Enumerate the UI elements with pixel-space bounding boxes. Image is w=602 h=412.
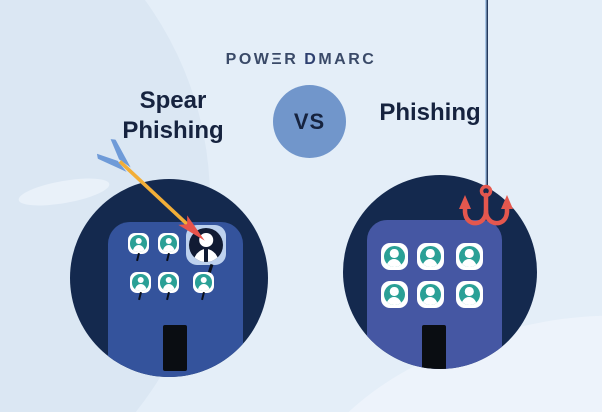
- employee-avatar-icon: [419, 245, 442, 268]
- employee-window: [456, 281, 483, 308]
- spear-phishing-scene: [70, 179, 268, 377]
- spear-arrow-icon: [96, 139, 205, 241]
- spear-phishing-title-line2: Phishing: [122, 117, 224, 144]
- logo-d-mark: D: [304, 51, 319, 68]
- employee-window: [158, 272, 179, 301]
- window-needle: [138, 291, 143, 301]
- employee-avatar-icon: [458, 245, 481, 268]
- powerdmarc-logo: POWΞR D MARC: [0, 51, 602, 69]
- employee-avatar-icon: [383, 245, 406, 268]
- employee-window: [381, 281, 408, 308]
- phishing-title: Phishing: [379, 99, 481, 126]
- employee-avatar-icon: [160, 274, 177, 291]
- employee-avatar-icon: [383, 283, 406, 306]
- office-building-right: [367, 220, 502, 369]
- employee-avatar-icon: [195, 274, 212, 291]
- employee-window: [417, 243, 444, 270]
- spear-phishing-title-line1: Spear: [139, 87, 207, 114]
- vs-label: VS: [293, 108, 326, 134]
- employee-window: [128, 233, 149, 262]
- employee-avatar-icon: [419, 283, 442, 306]
- office-building-left: [108, 222, 243, 377]
- tie-detail: [204, 247, 208, 262]
- spear-phishing-title: Spear Phishing: [108, 86, 238, 146]
- employee-window: [381, 243, 408, 270]
- window-needle: [201, 291, 206, 301]
- employee-avatar-icon: [458, 283, 481, 306]
- employee-window: [417, 281, 444, 308]
- logo-text-marc: MARC: [318, 51, 377, 68]
- employee-window: [158, 233, 179, 262]
- window-needle: [136, 252, 141, 262]
- employee-window: [193, 272, 214, 301]
- fishing-line: [485, 0, 488, 188]
- fishing-hook-icon: [459, 184, 513, 226]
- employee-avatar-icon: [160, 235, 177, 252]
- logo-text-power: POWΞR: [225, 51, 299, 68]
- employee-avatar-icon: [130, 235, 147, 252]
- window-needle: [166, 291, 171, 301]
- targeted-employee-window: [186, 225, 226, 281]
- building-door: [163, 325, 187, 371]
- window-needle: [166, 252, 171, 262]
- building-door: [422, 325, 446, 369]
- employee-window: [130, 272, 151, 301]
- employee-window: [456, 243, 483, 270]
- employee-avatar-icon: [132, 274, 149, 291]
- vs-badge: VS: [273, 85, 346, 158]
